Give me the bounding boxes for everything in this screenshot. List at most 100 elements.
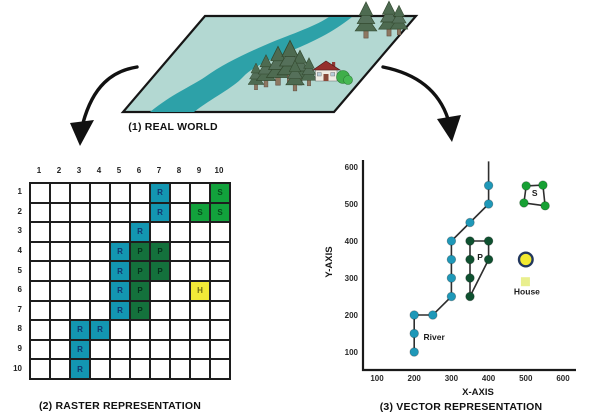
raster-cell (90, 300, 110, 321)
y-tick-label: 600 (345, 163, 359, 172)
raster-cell (50, 202, 70, 223)
raster-row-label: 4 (17, 246, 22, 256)
river-vertex (409, 328, 419, 339)
raster-cell-r: R (70, 339, 90, 360)
raster-cell (150, 300, 170, 321)
raster-cell-r: R (150, 183, 170, 203)
raster-cell (110, 183, 130, 203)
raster-cell (210, 359, 230, 379)
raster-cell (110, 202, 130, 223)
y-tick-label: 300 (345, 274, 359, 283)
raster-cell (70, 183, 90, 203)
river-vertex (409, 347, 419, 357)
map-river (150, 17, 352, 112)
raster-cell (190, 261, 210, 281)
raster-cell (170, 339, 190, 360)
river-vertex (465, 217, 475, 228)
raster-cell (30, 261, 50, 281)
raster-cell (170, 300, 190, 321)
raster-cell-p: P (150, 241, 170, 262)
raster-row-label: 5 (17, 265, 22, 275)
x-tick-label: 100 (370, 374, 384, 383)
raster-cell (30, 281, 50, 301)
s-vertex (540, 201, 550, 211)
p-vertex (465, 291, 475, 302)
s-vertex (521, 181, 531, 191)
raster-row-label: 10 (13, 363, 22, 373)
raster-cell (90, 339, 110, 360)
raster-cell (30, 241, 50, 262)
raster-col-label: 2 (56, 166, 62, 175)
raster-cell (50, 241, 70, 262)
raster-cell (110, 359, 130, 379)
raster-cell (150, 320, 170, 340)
raster-cell-r: R (110, 261, 130, 281)
x-tick-label: 400 (482, 374, 496, 383)
raster-cell (190, 320, 210, 340)
raster-col-label: 9 (196, 166, 202, 175)
raster-cell-s: S (190, 202, 210, 223)
raster-cell (90, 202, 110, 223)
raster-cell-r: R (130, 222, 150, 242)
raster-cell (190, 241, 210, 262)
x-tick-label: 300 (445, 374, 459, 383)
raster-cell-p: P (130, 241, 150, 262)
raster-col-label: 1 (36, 166, 42, 175)
raster-cell (90, 183, 110, 203)
raster-cell-r: R (70, 320, 90, 340)
raster-cell (50, 281, 70, 301)
river-vertex (483, 180, 494, 191)
raster-cell (210, 241, 230, 262)
raster-row-label: 8 (17, 324, 22, 334)
map-house-icon (312, 60, 342, 82)
raster-cell (170, 320, 190, 340)
raster-cell (130, 339, 150, 360)
x-tick-label: 500 (519, 374, 533, 383)
river-vertex (483, 199, 494, 209)
raster-cell (110, 339, 130, 360)
x-tick-label: 600 (556, 374, 570, 383)
raster-cell (210, 300, 230, 321)
raster-cell (30, 300, 50, 321)
raster-cell (50, 222, 70, 242)
river-vertex (446, 291, 457, 302)
raster-col-label: 6 (136, 166, 142, 175)
raster-cell-p: P (150, 261, 170, 281)
raster-cell-r: R (150, 202, 170, 223)
raster-cell (130, 359, 150, 379)
raster-cell (150, 281, 170, 301)
raster-cell-s: S (210, 202, 230, 223)
s-label-bg (528, 186, 542, 200)
axes (361, 160, 576, 372)
raster-cell-s: S (210, 183, 230, 203)
x-axis-label: X-AXIS (462, 387, 494, 398)
y-tick-label: 100 (345, 348, 359, 357)
y-axis-label: Y-AXIS (324, 246, 335, 277)
raster-cell (30, 202, 50, 223)
p-vertex (465, 254, 475, 265)
raster-cell (150, 222, 170, 242)
p-vertex (483, 254, 494, 265)
y-tick-label: 500 (345, 200, 359, 209)
s-label: S (532, 188, 538, 198)
river-vertex (446, 273, 457, 283)
raster-cell (130, 183, 150, 203)
vector-caption: (3) VECTOR REPRESENTATION (379, 401, 543, 413)
raster-cell (210, 339, 230, 360)
raster-col-label: 8 (176, 166, 182, 175)
raster-row-label: 6 (17, 285, 22, 295)
raster-cell-r: R (110, 281, 130, 301)
raster-cell (210, 320, 230, 340)
real-world-map (120, 0, 419, 114)
raster-cell (150, 339, 170, 360)
raster-cell (50, 359, 70, 379)
raster-cell-p: P (130, 281, 150, 301)
raster-caption: (2) RASTER REPRESENTATION (38, 400, 202, 412)
raster-cell (50, 339, 70, 360)
house-vertex (517, 251, 534, 268)
raster-cell (190, 300, 210, 321)
raster-cell (90, 222, 110, 242)
